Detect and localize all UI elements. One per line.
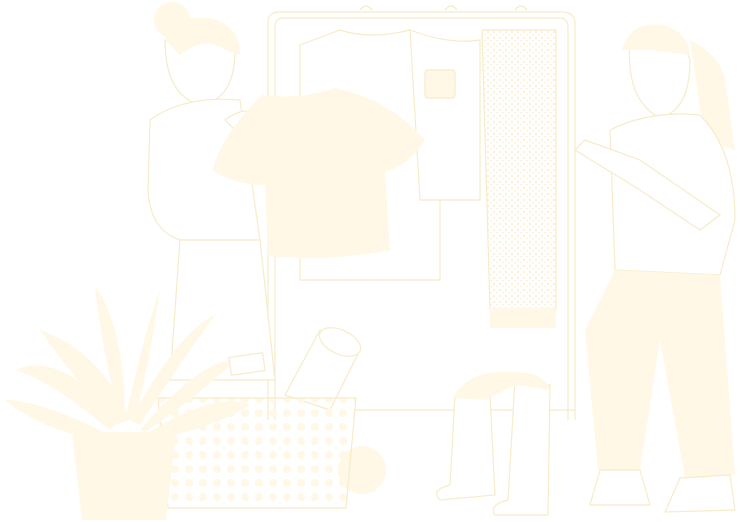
held-t-shirt	[212, 88, 425, 258]
plant-pot	[72, 432, 176, 520]
potted-plant	[5, 285, 250, 520]
hanging-dress	[481, 29, 557, 328]
pocket	[424, 69, 456, 99]
rolled-mat	[284, 327, 362, 411]
woman-right	[574, 24, 736, 513]
woman-left	[147, 2, 276, 381]
boots	[436, 371, 551, 516]
price-tag	[228, 352, 266, 376]
